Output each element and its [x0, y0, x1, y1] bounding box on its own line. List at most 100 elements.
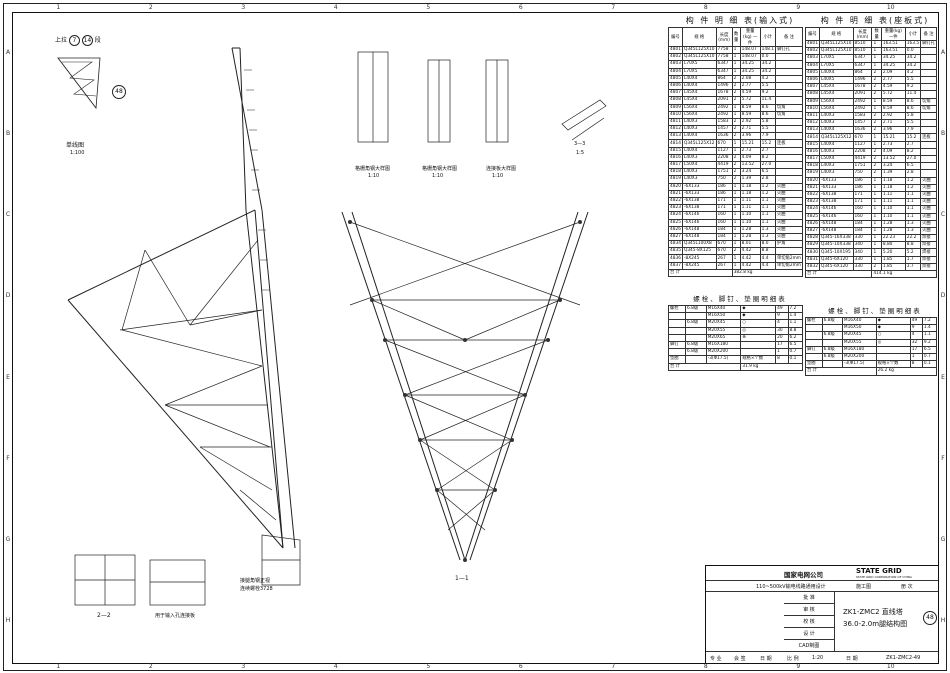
table-cell: 13.52	[739, 160, 761, 170]
table-cell: 1678	[715, 89, 733, 98]
table-cell: 1.1	[904, 198, 922, 207]
table-cell: Q345L125X10	[681, 53, 717, 62]
table-cell: Q345-6X120	[818, 255, 854, 264]
table-cell: 27.0	[904, 154, 922, 164]
table-cell: 6347	[852, 61, 873, 70]
table-cell: 火曲	[920, 205, 937, 214]
table-cell: 6.8级	[821, 331, 843, 340]
table-cell: 1.10	[880, 205, 906, 214]
table-cell: 1	[731, 182, 741, 191]
table-cell	[821, 360, 843, 369]
table-cell: 4419	[852, 154, 873, 164]
table-cell: 火曲	[774, 232, 804, 242]
zone-number: 9	[796, 4, 801, 11]
table-cell: 4830	[805, 248, 820, 257]
zone-letter: F	[941, 454, 945, 462]
table-cell: 1.18	[739, 189, 761, 198]
table-cell: 17	[909, 345, 923, 354]
zone-letter: F	[6, 454, 10, 462]
table-cell: 4825	[805, 212, 820, 221]
table-cell: 1.1	[759, 211, 776, 220]
table-cell: 864	[852, 68, 873, 77]
table-cell: 2.92	[880, 111, 906, 121]
table-cell: 1	[871, 39, 882, 49]
table-cell: 4823	[668, 204, 683, 213]
table-cell	[774, 53, 804, 62]
detail-views	[357, 51, 607, 143]
zone-number: 6	[518, 4, 523, 11]
table-cell: 0.7	[787, 348, 804, 357]
table-cell: 8.59	[880, 104, 906, 113]
table-cell: 6.5	[787, 340, 804, 350]
table-cell: 0.0	[759, 53, 776, 62]
table-cell: 4804	[668, 67, 683, 76]
table-cell: 4831	[805, 255, 820, 264]
table-cell: 4823	[805, 198, 820, 207]
drawing-title-area: ZK1-ZMC2 直线塔 36.0-2.0m腿结构图 48	[834, 591, 939, 651]
table-cell: -3(Φ17.5)	[841, 360, 877, 369]
table-cell: 1496	[852, 75, 873, 85]
table-cell	[774, 74, 804, 83]
table-cell: 4827	[805, 226, 820, 236]
table-cell: 1	[731, 204, 741, 213]
table-cell: 1	[871, 133, 882, 142]
table-cell: Q345L125X12	[681, 139, 717, 148]
table-cell	[684, 355, 707, 364]
table-cell: 1.3	[759, 225, 776, 234]
scale-row: 比 例 1:20 日 期 ZK1-ZMC2-49	[784, 651, 938, 664]
table-cell: 5.5	[904, 75, 922, 85]
scale-label: 比 例	[787, 656, 799, 662]
table-cell: 3.96	[880, 126, 906, 135]
table-cell	[920, 147, 937, 157]
table-cell: 1	[871, 255, 882, 264]
table-cell: 火曲	[774, 218, 804, 227]
table-cell: 2	[871, 162, 882, 171]
company-name: 国家电网公司	[784, 571, 823, 579]
drawing-number-circle: 48	[923, 611, 937, 625]
table-cell: 6.5	[904, 162, 922, 171]
table-cell: 11.4	[904, 90, 922, 99]
total-label: 合 计	[804, 269, 873, 279]
table-cell: 4	[775, 319, 789, 328]
table-cell	[774, 146, 804, 155]
table-cell: 1.1	[921, 331, 938, 340]
zone-letter: H	[940, 617, 946, 625]
gap-note: 用于输入孔连接板	[155, 613, 196, 619]
table-cell: M20X45	[841, 331, 877, 340]
table-cell: 6.5	[921, 345, 938, 354]
table-cell	[774, 168, 804, 177]
table-cell: 5.5	[904, 119, 922, 128]
table-cell	[805, 352, 823, 362]
table-cell: L40X3	[818, 162, 854, 171]
table-cell	[920, 169, 937, 178]
table-cell: 4834	[668, 240, 683, 249]
table-cell: 2492	[852, 97, 873, 106]
table-cell: 4	[909, 331, 923, 340]
table-cell: 1.10	[739, 211, 761, 220]
col-header: 小计	[759, 27, 776, 47]
table-cell: 4811	[805, 111, 820, 121]
zone-number: 6	[518, 663, 523, 670]
table-cell: 3.24	[739, 168, 761, 177]
table-cell: 1	[731, 103, 741, 112]
table-cell: 焊接	[920, 234, 937, 243]
table-cell: 22.23	[880, 234, 906, 243]
table-cell: 2	[731, 89, 741, 98]
table-cell: 8.59	[739, 110, 761, 119]
zone-number: 8	[703, 4, 708, 11]
table-cell: 4828	[805, 234, 820, 243]
table-cell: 4821	[668, 189, 683, 198]
